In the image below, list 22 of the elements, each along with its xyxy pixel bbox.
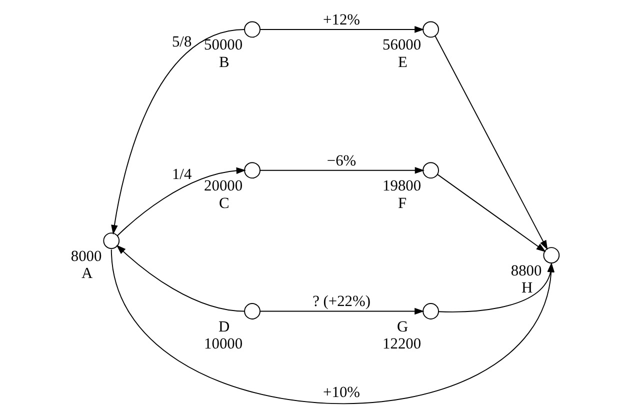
edge-label: 5/8 bbox=[172, 34, 192, 51]
node-label: 20000 bbox=[204, 177, 243, 194]
edge-label: +12% bbox=[323, 11, 360, 28]
node-label: 8000 bbox=[70, 248, 102, 265]
edge-label: +10% bbox=[323, 384, 360, 401]
node-label: H bbox=[522, 280, 533, 297]
node-label: E bbox=[398, 54, 408, 71]
node-label: B bbox=[218, 54, 230, 71]
node-label: D bbox=[218, 318, 230, 336]
edge-label: ? (+22%) bbox=[312, 293, 371, 310]
node-label: C bbox=[218, 194, 230, 212]
node-label: 19800 bbox=[382, 177, 422, 194]
node-label: G bbox=[397, 318, 408, 336]
edge-label: −6% bbox=[326, 152, 356, 170]
node-label: 56000 bbox=[382, 36, 422, 54]
edge-label: 1/4 bbox=[172, 166, 192, 183]
node-label: 8800 bbox=[510, 262, 542, 280]
node-label: 12200 bbox=[382, 336, 422, 353]
node-label: A bbox=[81, 265, 93, 282]
node-label: 50000 bbox=[204, 36, 243, 54]
node-label: F bbox=[398, 194, 407, 212]
node-label: 10000 bbox=[204, 336, 243, 353]
